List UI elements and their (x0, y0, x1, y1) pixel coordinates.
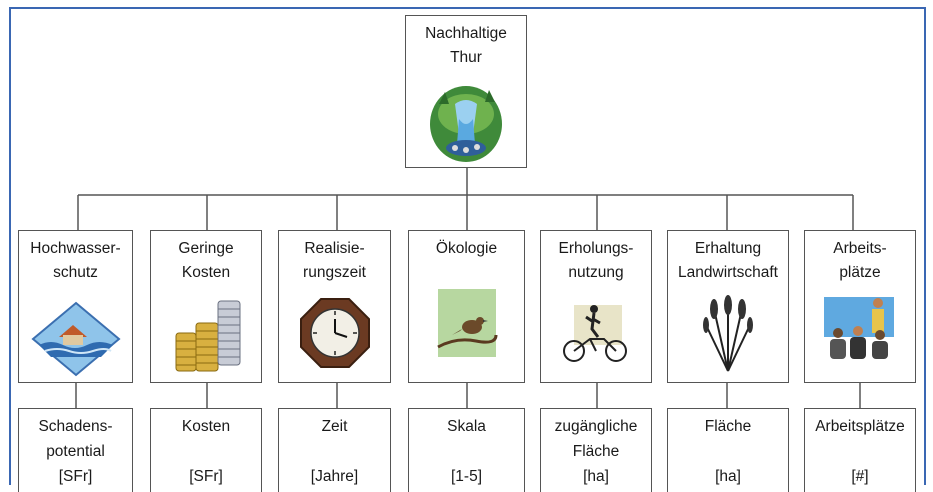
measure-label: Arbeitsplätze [#] (815, 418, 905, 485)
measure-skala: Skala [1-5] (408, 408, 525, 492)
root-node: Nachhaltige Thur (405, 15, 527, 168)
criterion-realisierungszeit: Realisie- rungszeit (278, 230, 391, 383)
criterion-label: Arbeits- plätze (833, 240, 887, 282)
measure-label: Zeit [Jahre] (310, 418, 359, 485)
measure-arbeitsplaetze: Arbeitsplätze [#] (804, 408, 916, 492)
measure-flaeche: Fläche [ha] (667, 408, 789, 492)
wheat-icon (703, 295, 753, 372)
clock-icon (299, 298, 370, 368)
criterion-hochwasserschutz: Hochwasser- schutz (18, 230, 133, 383)
workers-meeting-icon (824, 297, 894, 359)
root-title: Nachhaltige Thur (425, 25, 507, 67)
criterion-label: Erholungs- nutzung (558, 240, 634, 282)
criterion-label: Erhaltung Landwirtschaft (678, 240, 778, 282)
cyclist-icon (563, 305, 627, 362)
criterion-oekologie: Ökologie (408, 230, 525, 383)
measure-schadenspotential: Schadens- potential [SFr] (18, 408, 133, 492)
coin-stacks-icon (175, 300, 241, 372)
measure-label: Schadens- potential [SFr] (38, 418, 113, 485)
criterion-label: Realisie- rungszeit (303, 240, 366, 282)
measure-zugaengliche-flaeche: zugängliche Fläche [ha] (540, 408, 652, 492)
criterion-erhaltung-landwirtschaft: Erhaltung Landwirtschaft (667, 230, 789, 383)
criterion-erholungsnutzung: Erholungs- nutzung (540, 230, 652, 383)
bird-on-branch-icon (436, 289, 497, 357)
criterion-label: Hochwasser- schutz (30, 240, 121, 282)
measure-label: Kosten [SFr] (181, 418, 231, 485)
measure-kosten: Kosten [SFr] (150, 408, 262, 492)
criterion-arbeitsplaetze: Arbeits- plätze (804, 230, 916, 383)
measure-label: Fläche [ha] (704, 418, 752, 485)
river-waterfall-icon (430, 86, 502, 162)
measure-zeit: Zeit [Jahre] (278, 408, 391, 492)
flooded-house-icon (30, 301, 121, 377)
measure-label: Skala [1-5] (447, 418, 486, 485)
criterion-label: Ökologie (435, 240, 498, 257)
measure-label: zugängliche Fläche [ha] (554, 418, 638, 485)
criterion-label: Geringe Kosten (178, 240, 234, 282)
criterion-geringe-kosten: Geringe Kosten (150, 230, 262, 383)
